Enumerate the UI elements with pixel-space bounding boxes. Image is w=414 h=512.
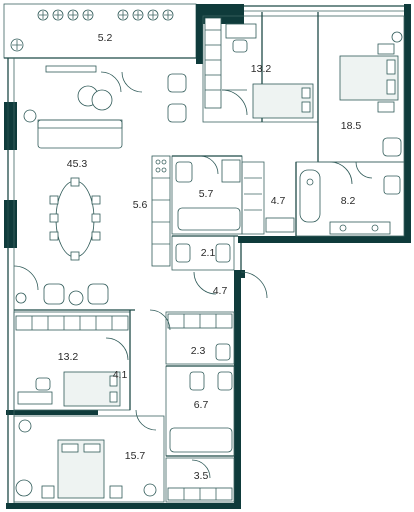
living-kitchen <box>13 65 187 311</box>
bathroom-b <box>165 365 235 457</box>
room-area-label: 4.7 <box>213 285 228 297</box>
corridor <box>193 271 268 299</box>
master-bedroom <box>317 12 405 185</box>
bedroom-bottom <box>13 415 165 503</box>
chair-icon <box>49 177 101 261</box>
room-area-label: 13.2 <box>58 351 79 363</box>
terrace <box>3 3 197 59</box>
room-area-label: 5.6 <box>133 199 148 211</box>
area-labels: 5.2 13.2 18.5 45.3 5.6 5.7 4.7 8.2 2.1 4… <box>58 32 362 482</box>
closet <box>105 337 157 431</box>
room-area-label: 4.1 <box>113 369 128 381</box>
master-bath <box>295 161 405 237</box>
plant-icon <box>10 9 174 52</box>
room-area-label: 6.7 <box>194 399 209 411</box>
bedroom-mid <box>13 310 131 411</box>
room-area-label: 18.5 <box>341 120 362 132</box>
wc-b <box>149 309 235 365</box>
dressing-top <box>241 161 295 235</box>
room-area-label: 2.3 <box>191 345 206 357</box>
room-area-label: 4.7 <box>271 195 286 207</box>
room-area-label: 5.7 <box>199 188 214 200</box>
wc-a <box>171 235 238 271</box>
bedroom-top-left <box>202 12 319 123</box>
room-area-label: 8.2 <box>341 195 356 207</box>
room-area-label: 13.2 <box>251 63 272 75</box>
room-area-label: 15.7 <box>125 450 146 462</box>
room-area-label: 5.2 <box>98 32 113 44</box>
dressing-bottom <box>165 457 235 503</box>
room-area-label: 45.3 <box>67 158 88 170</box>
room-area-label: 2.1 <box>201 247 216 259</box>
room-area-label: 3.5 <box>194 470 209 482</box>
